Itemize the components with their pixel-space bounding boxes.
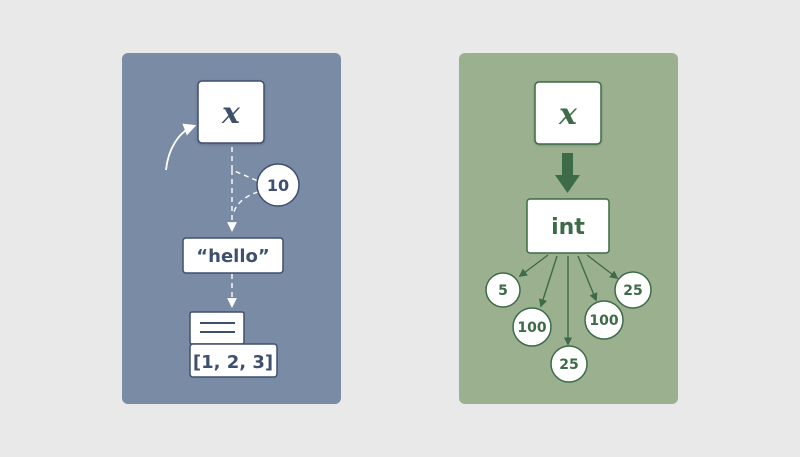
- left-panel: x 10 “hello” [1, 2, 3]: [122, 53, 341, 404]
- left-variable-label: x: [221, 96, 241, 131]
- value-25-bottom-label: 25: [559, 357, 578, 373]
- left-variable-box: [197, 80, 265, 144]
- value-circle-100-right: [584, 300, 624, 340]
- value-circle-25-right: [614, 271, 652, 309]
- value-circle-5: [485, 272, 521, 308]
- value-5-label: 5: [498, 283, 508, 299]
- arrow-to-100-left: [539, 255, 558, 308]
- value-100-left-label: 100: [517, 320, 546, 336]
- value-box-list: [189, 343, 278, 378]
- arrow-to-25-right: [586, 254, 619, 280]
- value-10-label: 10: [267, 176, 289, 195]
- fanout-arrows: [518, 254, 619, 346]
- thick-down-arrow: [555, 153, 580, 193]
- type-box-int: [526, 198, 610, 254]
- right-panel: x int 5 25 100 100 25: [459, 53, 678, 404]
- value-list-label: [1, 2, 3]: [193, 352, 273, 373]
- type-int-label: int: [551, 215, 585, 240]
- right-variable-label: x: [558, 97, 578, 132]
- value-100-right-label: 100: [589, 313, 618, 329]
- rebind-curved-arrow: [165, 123, 197, 171]
- dashed-link-10-to-hello: [233, 191, 259, 213]
- value-hello-label: “hello”: [196, 246, 269, 267]
- value-25-right-label: 25: [623, 283, 642, 299]
- right-variable-box: [534, 81, 602, 145]
- arrow-to-100-right: [577, 255, 598, 302]
- value-box-hello: [182, 237, 284, 274]
- value-circle-25-bottom: [550, 345, 588, 383]
- value-circle-100-left: [512, 307, 552, 347]
- arrow-to-5: [518, 254, 549, 278]
- value-circle-10: [256, 163, 300, 207]
- list-icon-box: [189, 311, 245, 345]
